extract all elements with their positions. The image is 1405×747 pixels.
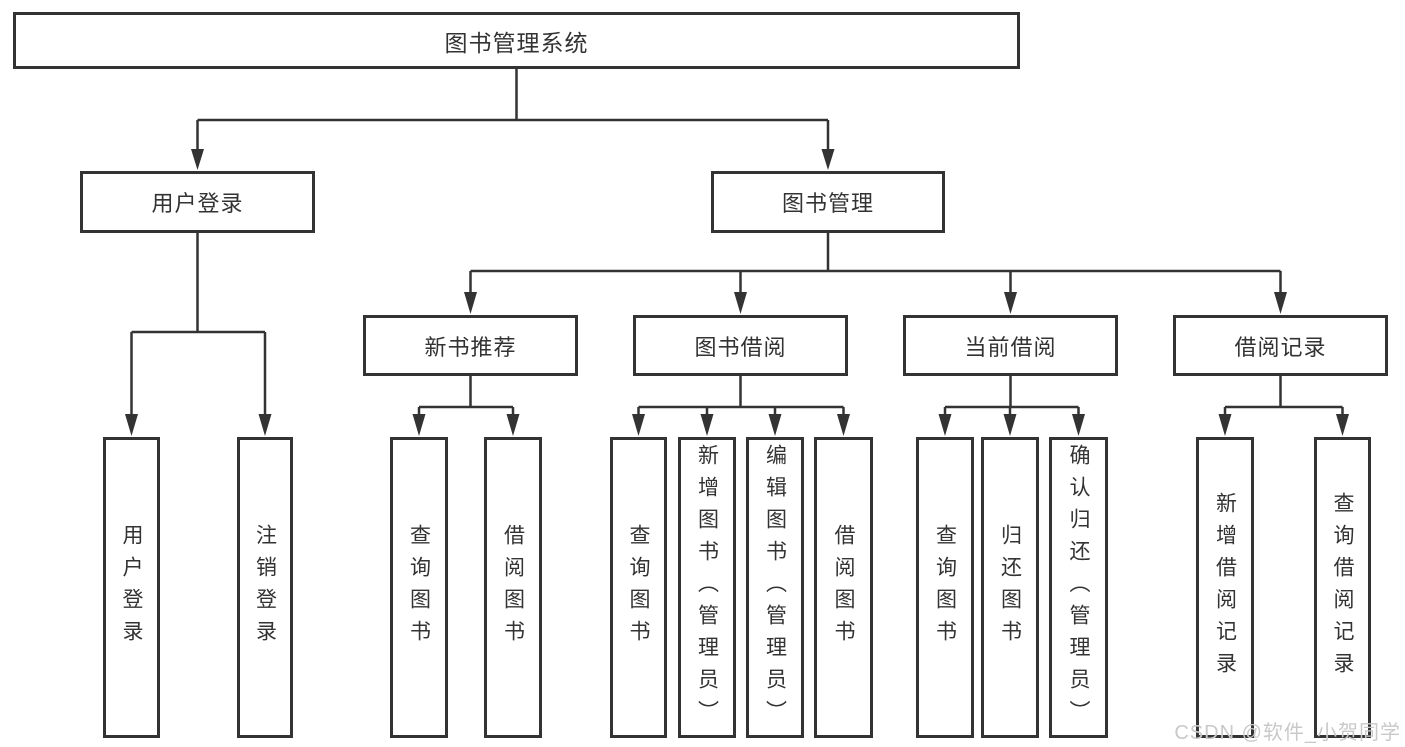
- node-add-book-admin: 新增图书（管理员）: [678, 437, 736, 738]
- arrowheads: [125, 149, 1349, 436]
- node-label: 确认归还（管理员）: [1067, 443, 1091, 732]
- connector-root-to-level2: [196, 69, 830, 152]
- node-label: 新增图书（管理员）: [695, 443, 719, 732]
- node-borrow-book: 借阅图书: [814, 437, 873, 738]
- node-borrow-book: 借阅图书: [484, 437, 542, 738]
- node-book-management-system: 图书管理系统: [13, 12, 1020, 69]
- node-user-login-leaf: 用户登录: [103, 437, 160, 738]
- node-user-login: 用户登录: [80, 171, 315, 233]
- node-edit-book-admin: 编辑图书（管理员）: [746, 437, 804, 738]
- node-label: 借阅图书: [501, 523, 525, 652]
- node-label: 查询借阅记录: [1331, 491, 1355, 684]
- node-query-books: 查询图书: [610, 437, 667, 738]
- node-logout: 注销登录: [237, 437, 293, 738]
- node-book-borrow: 图书借阅: [633, 315, 848, 376]
- node-query-books: 查询图书: [916, 437, 974, 738]
- connector-current-borrow-to-children: [943, 376, 1080, 416]
- node-label: 查询图书: [933, 523, 957, 652]
- node-current-borrow: 当前借阅: [903, 315, 1118, 376]
- node-label: 归还图书: [998, 523, 1022, 652]
- node-borrow-records: 借阅记录: [1173, 315, 1388, 376]
- csdn-watermark: CSDN @软件_小贺同学: [1174, 722, 1401, 744]
- node-query-borrow-record: 查询借阅记录: [1314, 437, 1371, 738]
- node-query-books: 查询图书: [390, 437, 448, 738]
- node-label: 注销登录: [253, 523, 277, 652]
- node-book-management: 图书管理: [711, 171, 945, 233]
- connector-book-management-to-level3: [469, 233, 1282, 294]
- node-return-book: 归还图书: [981, 437, 1039, 738]
- node-label: 借阅图书: [832, 523, 856, 652]
- connector-borrow-records-to-children: [1223, 376, 1344, 416]
- node-add-borrow-record: 新增借阅记录: [1196, 437, 1254, 738]
- connector-book-borrow-to-children: [637, 376, 845, 416]
- connector-new-book-recommend-to-children: [417, 376, 515, 416]
- node-label: 新增借阅记录: [1213, 491, 1237, 684]
- node-label: 查询图书: [627, 523, 651, 652]
- node-label: 编辑图书（管理员）: [763, 443, 787, 732]
- node-label: 查询图书: [407, 523, 431, 652]
- node-confirm-return-admin: 确认归还（管理员）: [1049, 437, 1108, 738]
- node-label: 用户登录: [120, 523, 144, 652]
- connector-user-login-to-children: [130, 233, 267, 416]
- node-new-book-recommend: 新书推荐: [363, 315, 578, 376]
